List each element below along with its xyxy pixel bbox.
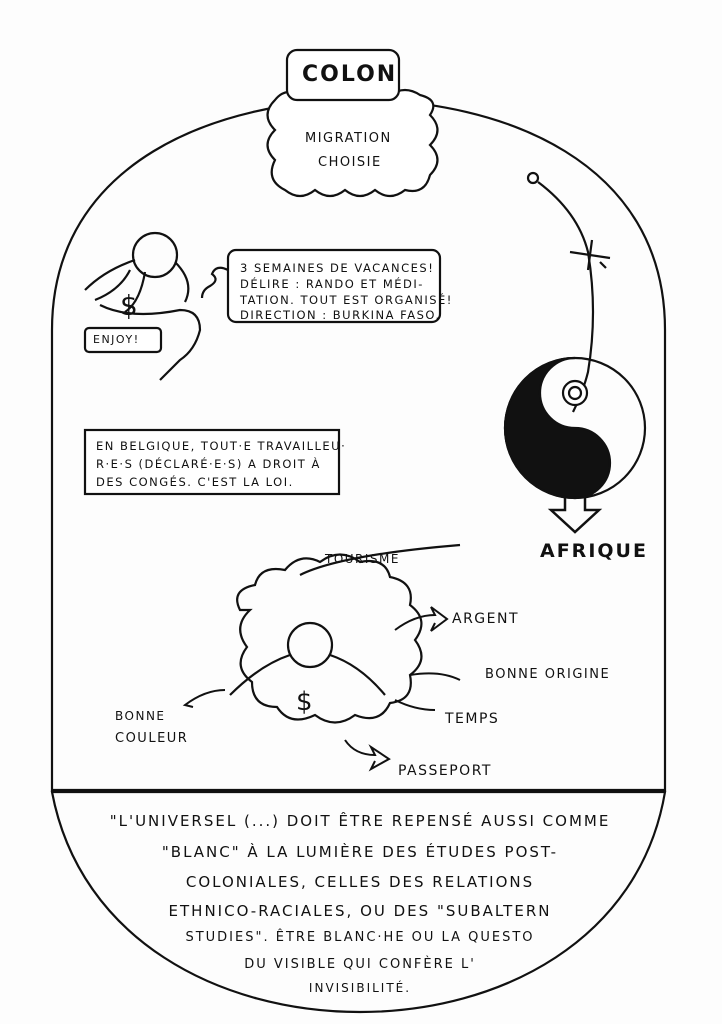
quote-line-1: "L'universel (...) doit être repensé aus… (109, 812, 611, 830)
enjoy-label: Enjoy! (93, 333, 140, 346)
speech-bubble (226, 248, 442, 324)
tourism-cloud (236, 553, 423, 724)
svg-text:$: $ (296, 687, 313, 717)
privilege-bonne-origine: Bonne origine (485, 667, 611, 682)
belgium-line-2: r·e·s (déclaré·e·s) a droit à (96, 457, 321, 471)
flight-path (537, 181, 595, 413)
quote-frame (50, 790, 667, 1014)
bonne-couleur-line-1: Bonne (115, 709, 166, 723)
speech-line-3: tation. Tout est organisé! (240, 293, 453, 307)
cloud-label-line-2: choisie (318, 155, 382, 170)
title-colon: CoLoN (302, 62, 398, 87)
privilege-arrows (182, 606, 461, 772)
cloud-label-line-1: Migration (305, 131, 392, 146)
belgium-line-3: des congés. C'est la loi. (96, 475, 294, 489)
svg-text:$: $ (120, 289, 138, 322)
quote-line-5: studies". Être blanc·he ou la questo (185, 930, 535, 945)
down-arrow (547, 498, 603, 534)
quote-line-3: coloniales, celles des relations (185, 873, 535, 891)
quote-line-7: invisibilité. (308, 981, 412, 995)
enjoy-box (83, 326, 163, 354)
character-center: $ (229, 621, 386, 717)
speech-tail (200, 266, 229, 299)
character-top: $ (84, 231, 202, 381)
speech-line-1: 3 semaines de vacances! (240, 261, 435, 275)
colon-box (285, 48, 401, 102)
plane-icon (569, 239, 611, 271)
yin-yang-icon (503, 356, 647, 500)
quote-line-6: du visible qui confère l' (244, 957, 476, 972)
bonne-couleur-line-2: couleur (115, 731, 189, 746)
privilege-temps: Temps (445, 711, 500, 727)
tourism-label: Tourisme (325, 552, 400, 566)
belgium-line-1: En Belgique, tout·e travailleu· (96, 439, 347, 453)
privilege-passeport: Passeport (398, 763, 492, 779)
speech-line-2: Délire : rando et médi- (240, 277, 424, 291)
belgium-box (83, 428, 341, 496)
quote-line-4: ethnico-raciales, ou des "Subaltern (168, 902, 552, 920)
privilege-argent: Argent (452, 611, 520, 627)
speech-line-4: Direction : Burkina Faso. (240, 308, 441, 322)
destination-label: Afrique (540, 540, 648, 562)
tourism-underline (299, 543, 461, 576)
quote-line-2: "blanc" à la lumière des études post- (161, 843, 559, 861)
small-circle (526, 171, 540, 185)
